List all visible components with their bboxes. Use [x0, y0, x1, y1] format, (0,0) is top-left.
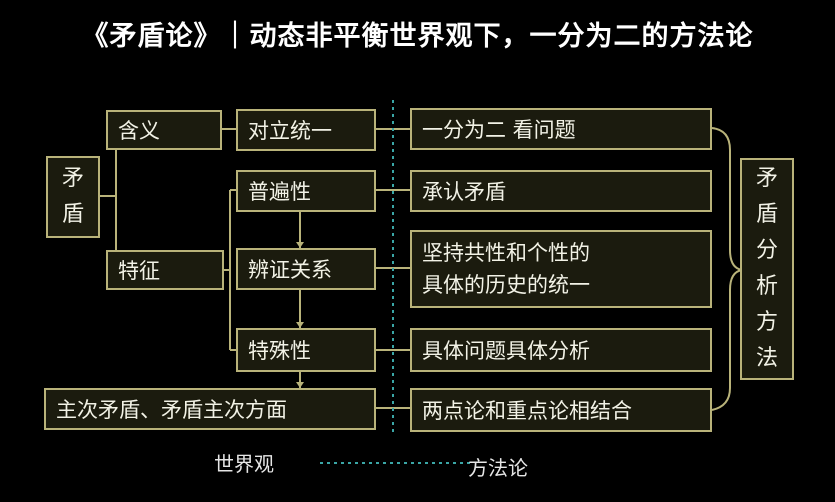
method-r4-box: 具体问题具体分析	[410, 328, 712, 372]
method-r3-line2: 具体的历史的统一	[422, 273, 590, 297]
page-title: 《矛盾论》｜动态非平衡世界观下，一分为二的方法论	[81, 21, 754, 52]
features-box: 特征	[106, 250, 224, 290]
principal-box: 主次矛盾、矛盾主次方面	[44, 388, 376, 430]
method-summary-box: 矛 盾 分 析 方 法	[740, 158, 794, 380]
meaning-box: 含义	[106, 110, 222, 150]
root-char-2: 盾	[61, 202, 84, 227]
method-char-5: 方	[755, 310, 778, 335]
universality-box: 普遍性	[236, 170, 376, 212]
unity-box: 对立统一	[236, 109, 376, 151]
root-box: 矛 盾	[46, 156, 100, 238]
method-r3-line1: 坚持共性和个性的	[422, 241, 590, 265]
method-char-4: 析	[755, 274, 778, 299]
method-r5-box: 两点论和重点论相结合	[410, 388, 712, 432]
dialectic-box: 辨证关系	[236, 248, 376, 290]
methodology-label: 方法论	[468, 456, 528, 480]
method-r1-box: 一分为二 看问题	[410, 108, 712, 150]
method-char-3: 分	[755, 238, 778, 263]
method-r2-box: 承认矛盾	[410, 170, 712, 212]
method-char-2: 盾	[755, 202, 778, 227]
root-char-1: 矛	[61, 166, 84, 191]
particularity-box: 特殊性	[236, 328, 376, 372]
method-r3-box: 坚持共性和个性的 具体的历史的统一	[410, 230, 712, 308]
method-char-1: 矛	[755, 166, 778, 191]
worldview-label: 世界观	[214, 452, 274, 476]
method-char-6: 法	[755, 346, 778, 371]
